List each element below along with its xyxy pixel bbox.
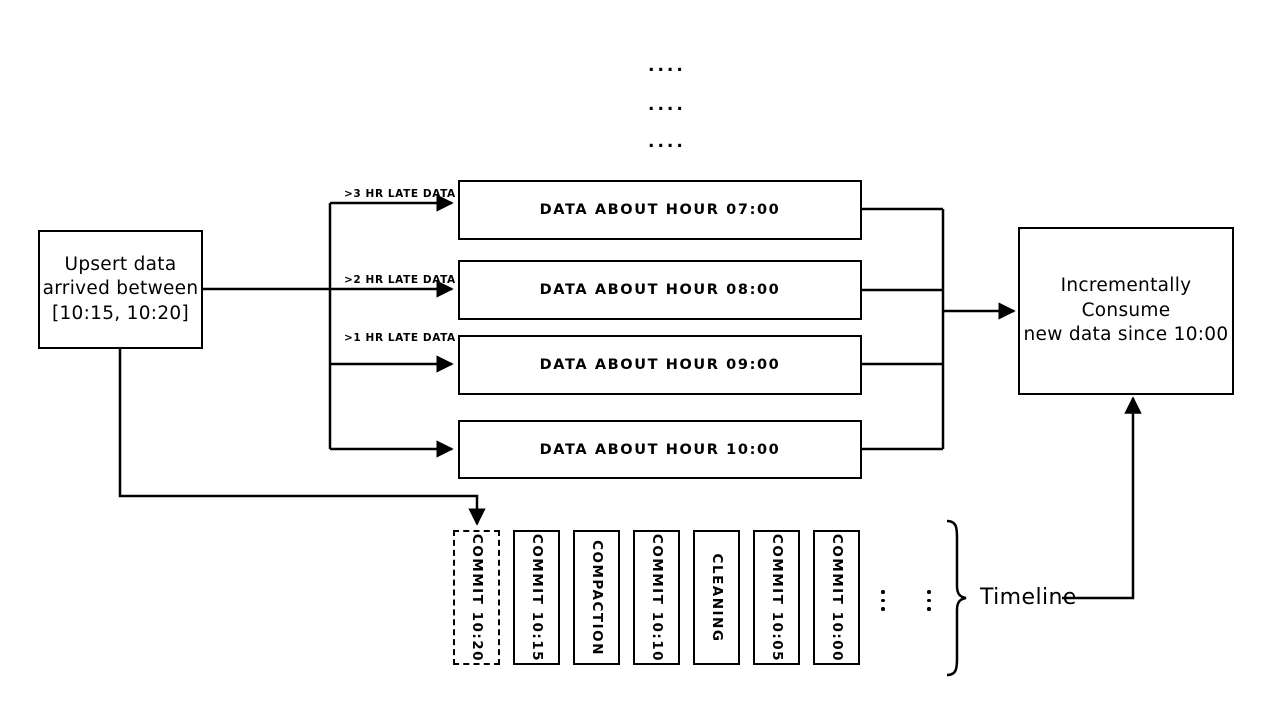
timeline-cleaning-label: CLEANING [708, 553, 725, 642]
ellipsis-row-3: .... [648, 132, 686, 152]
timeline-continuation-dots-2 [927, 590, 931, 611]
timeline-label: Timeline [980, 585, 1077, 610]
hour-box-09-label: DATA ABOUT HOUR 09:00 [539, 357, 781, 373]
timeline-commit-10-00[interactable]: COMMIT 10:00 [813, 530, 860, 665]
timeline-commit-10-20-label: COMMIT 10:20 [468, 533, 485, 662]
hour-box-10[interactable]: DATA ABOUT HOUR 10:00 [458, 420, 862, 479]
upsert-line-2: arrived between [42, 278, 199, 300]
hour-box-09[interactable]: DATA ABOUT HOUR 09:00 [458, 335, 862, 395]
timeline-continuation-dots-1 [881, 590, 885, 611]
hour-box-07-label: DATA ABOUT HOUR 07:00 [539, 202, 781, 218]
edge-label-late-3hr: >3 HR LATE DATA [344, 188, 456, 200]
hour-box-08[interactable]: DATA ABOUT HOUR 08:00 [458, 260, 862, 320]
upsert-line-3: [10:15, 10:20] [51, 302, 189, 324]
edge-label-late-1hr: >1 HR LATE DATA [344, 332, 456, 344]
timeline-commit-10-05[interactable]: COMMIT 10:05 [753, 530, 800, 665]
consume-line-2: new data since 10:00 [1023, 324, 1229, 346]
timeline-compaction-label: COMPACTION [588, 539, 605, 656]
hour-box-07[interactable]: DATA ABOUT HOUR 07:00 [458, 180, 862, 240]
timeline-compaction[interactable]: COMPACTION [573, 530, 620, 665]
incremental-consume-text: Incrementally Consume new data since 10:… [1020, 274, 1232, 347]
edge-label-late-2hr: >2 HR LATE DATA [344, 274, 456, 286]
timeline-commit-10-10[interactable]: COMMIT 10:10 [633, 530, 680, 665]
hour-box-08-label: DATA ABOUT HOUR 08:00 [539, 282, 781, 298]
upsert-data-text: Upsert data arrived between [10:15, 10:2… [43, 253, 199, 326]
timeline-commit-10-20[interactable]: COMMIT 10:20 [453, 530, 500, 665]
consume-line-1: Incrementally Consume [1060, 275, 1192, 321]
timeline-commit-10-05-label: COMMIT 10:05 [768, 533, 785, 662]
ellipsis-row-2: .... [648, 95, 686, 115]
incremental-consume-box[interactable]: Incrementally Consume new data since 10:… [1018, 227, 1234, 395]
timeline-commit-10-10-label: COMMIT 10:10 [648, 533, 665, 662]
ellipsis-row-1: .... [648, 56, 686, 76]
edge-source-to-commit [118, 349, 486, 526]
edge-timeline-to-consume [1062, 396, 1142, 600]
hour-box-10-label: DATA ABOUT HOUR 10:00 [539, 441, 781, 458]
timeline-commit-10-15-label: COMMIT 10:15 [528, 533, 545, 662]
upsert-data-box[interactable]: Upsert data arrived between [10:15, 10:2… [38, 230, 203, 349]
timeline-commit-10-15[interactable]: COMMIT 10:15 [513, 530, 560, 665]
timeline-cleaning[interactable]: CLEANING [693, 530, 740, 665]
timeline-commit-10-00-label: COMMIT 10:00 [828, 533, 845, 662]
timeline-brace [946, 519, 967, 677]
upsert-line-1: Upsert data [64, 253, 177, 275]
